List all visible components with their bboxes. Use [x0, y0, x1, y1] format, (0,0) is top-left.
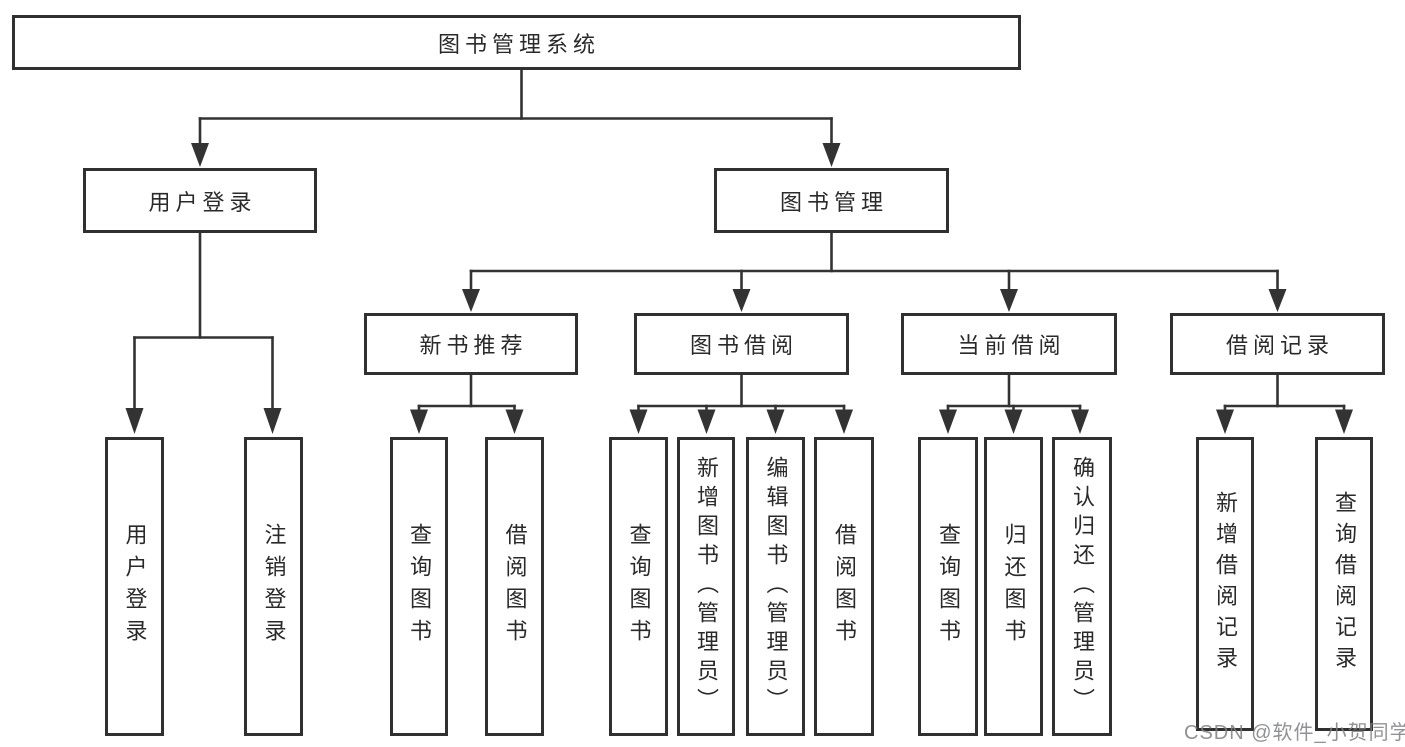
connector-borrowing-records-to-leaves	[1216, 375, 1353, 434]
leaf-add-borrow-record: 新增借阅记录	[1196, 437, 1254, 731]
node-user-login-label: 用户登录	[148, 189, 257, 215]
leaf-query-books-current-label: 查询图书	[936, 522, 961, 651]
leaf-query-books-current: 查询图书	[918, 437, 978, 736]
connector-user-login-to-leaves	[125, 232, 282, 434]
node-current-borrowing: 当前借阅	[901, 313, 1117, 375]
leaf-query-books-borrowing-label: 查询图书	[626, 522, 652, 651]
leaf-user-login-label: 用户登录	[122, 522, 148, 651]
node-new-book-recommendation: 新书推荐	[364, 313, 578, 375]
leaf-add-borrow-record-label: 新增借阅记录	[1213, 491, 1238, 677]
connector-root-to-level2	[191, 68, 841, 167]
leaf-query-borrow-record: 查询借阅记录	[1315, 437, 1373, 731]
leaf-user-login: 用户登录	[105, 437, 164, 736]
leaf-return-books-label: 归还图书	[1001, 522, 1027, 651]
leaf-edit-books-admin-label: 编辑图书（管理员）	[763, 456, 789, 717]
node-book-borrowing: 图书借阅	[634, 313, 849, 375]
leaf-confirm-return-admin: 确认归还（管理员）	[1052, 437, 1112, 736]
leaf-borrow-books-recommend: 借阅图书	[485, 437, 544, 736]
watermark: CSDN @软件_小贺同学	[1184, 722, 1405, 744]
leaf-query-books-borrowing: 查询图书	[609, 437, 668, 736]
leaf-query-books-recommend-label: 查询图书	[407, 522, 432, 651]
node-borrowing-records-label: 借阅记录	[1225, 333, 1334, 358]
node-new-book-recommendation-label: 新书推荐	[419, 333, 528, 358]
connector-book-borrowing-to-leaves	[629, 375, 853, 434]
node-book-management: 图书管理	[714, 168, 949, 233]
leaf-edit-books-admin: 编辑图书（管理员）	[746, 437, 805, 736]
node-book-borrowing-label: 图书借阅	[689, 333, 798, 358]
leaf-confirm-return-admin-label: 确认归还（管理员）	[1070, 456, 1095, 717]
node-borrowing-records: 借阅记录	[1170, 313, 1385, 375]
leaf-logout: 注销登录	[244, 437, 303, 736]
leaf-add-books-admin: 新增图书（管理员）	[677, 437, 735, 736]
node-user-login: 用户登录	[83, 168, 317, 233]
leaf-logout-label: 注销登录	[261, 522, 287, 651]
leaf-borrow-books-borrowing: 借阅图书	[814, 437, 874, 736]
node-book-management-label: 图书管理	[779, 189, 888, 215]
node-current-borrowing-label: 当前借阅	[957, 333, 1066, 358]
leaf-add-books-admin-label: 新增图书（管理员）	[694, 456, 719, 717]
node-root-label: 图书管理系统	[437, 31, 600, 57]
connector-new-book-recommendation-to-leaves	[410, 375, 524, 434]
node-root: 图书管理系统	[12, 15, 1021, 70]
leaf-query-books-recommend: 查询图书	[390, 437, 448, 736]
leaf-borrow-books-borrowing-label: 借阅图书	[832, 522, 857, 651]
leaf-query-borrow-record-label: 查询借阅记录	[1332, 491, 1357, 677]
connector-book-management-to-level3	[462, 232, 1287, 312]
leaf-borrow-books-recommend-label: 借阅图书	[502, 522, 528, 651]
leaf-return-books: 归还图书	[984, 437, 1043, 736]
connector-current-borrowing-to-leaves	[939, 375, 1089, 434]
